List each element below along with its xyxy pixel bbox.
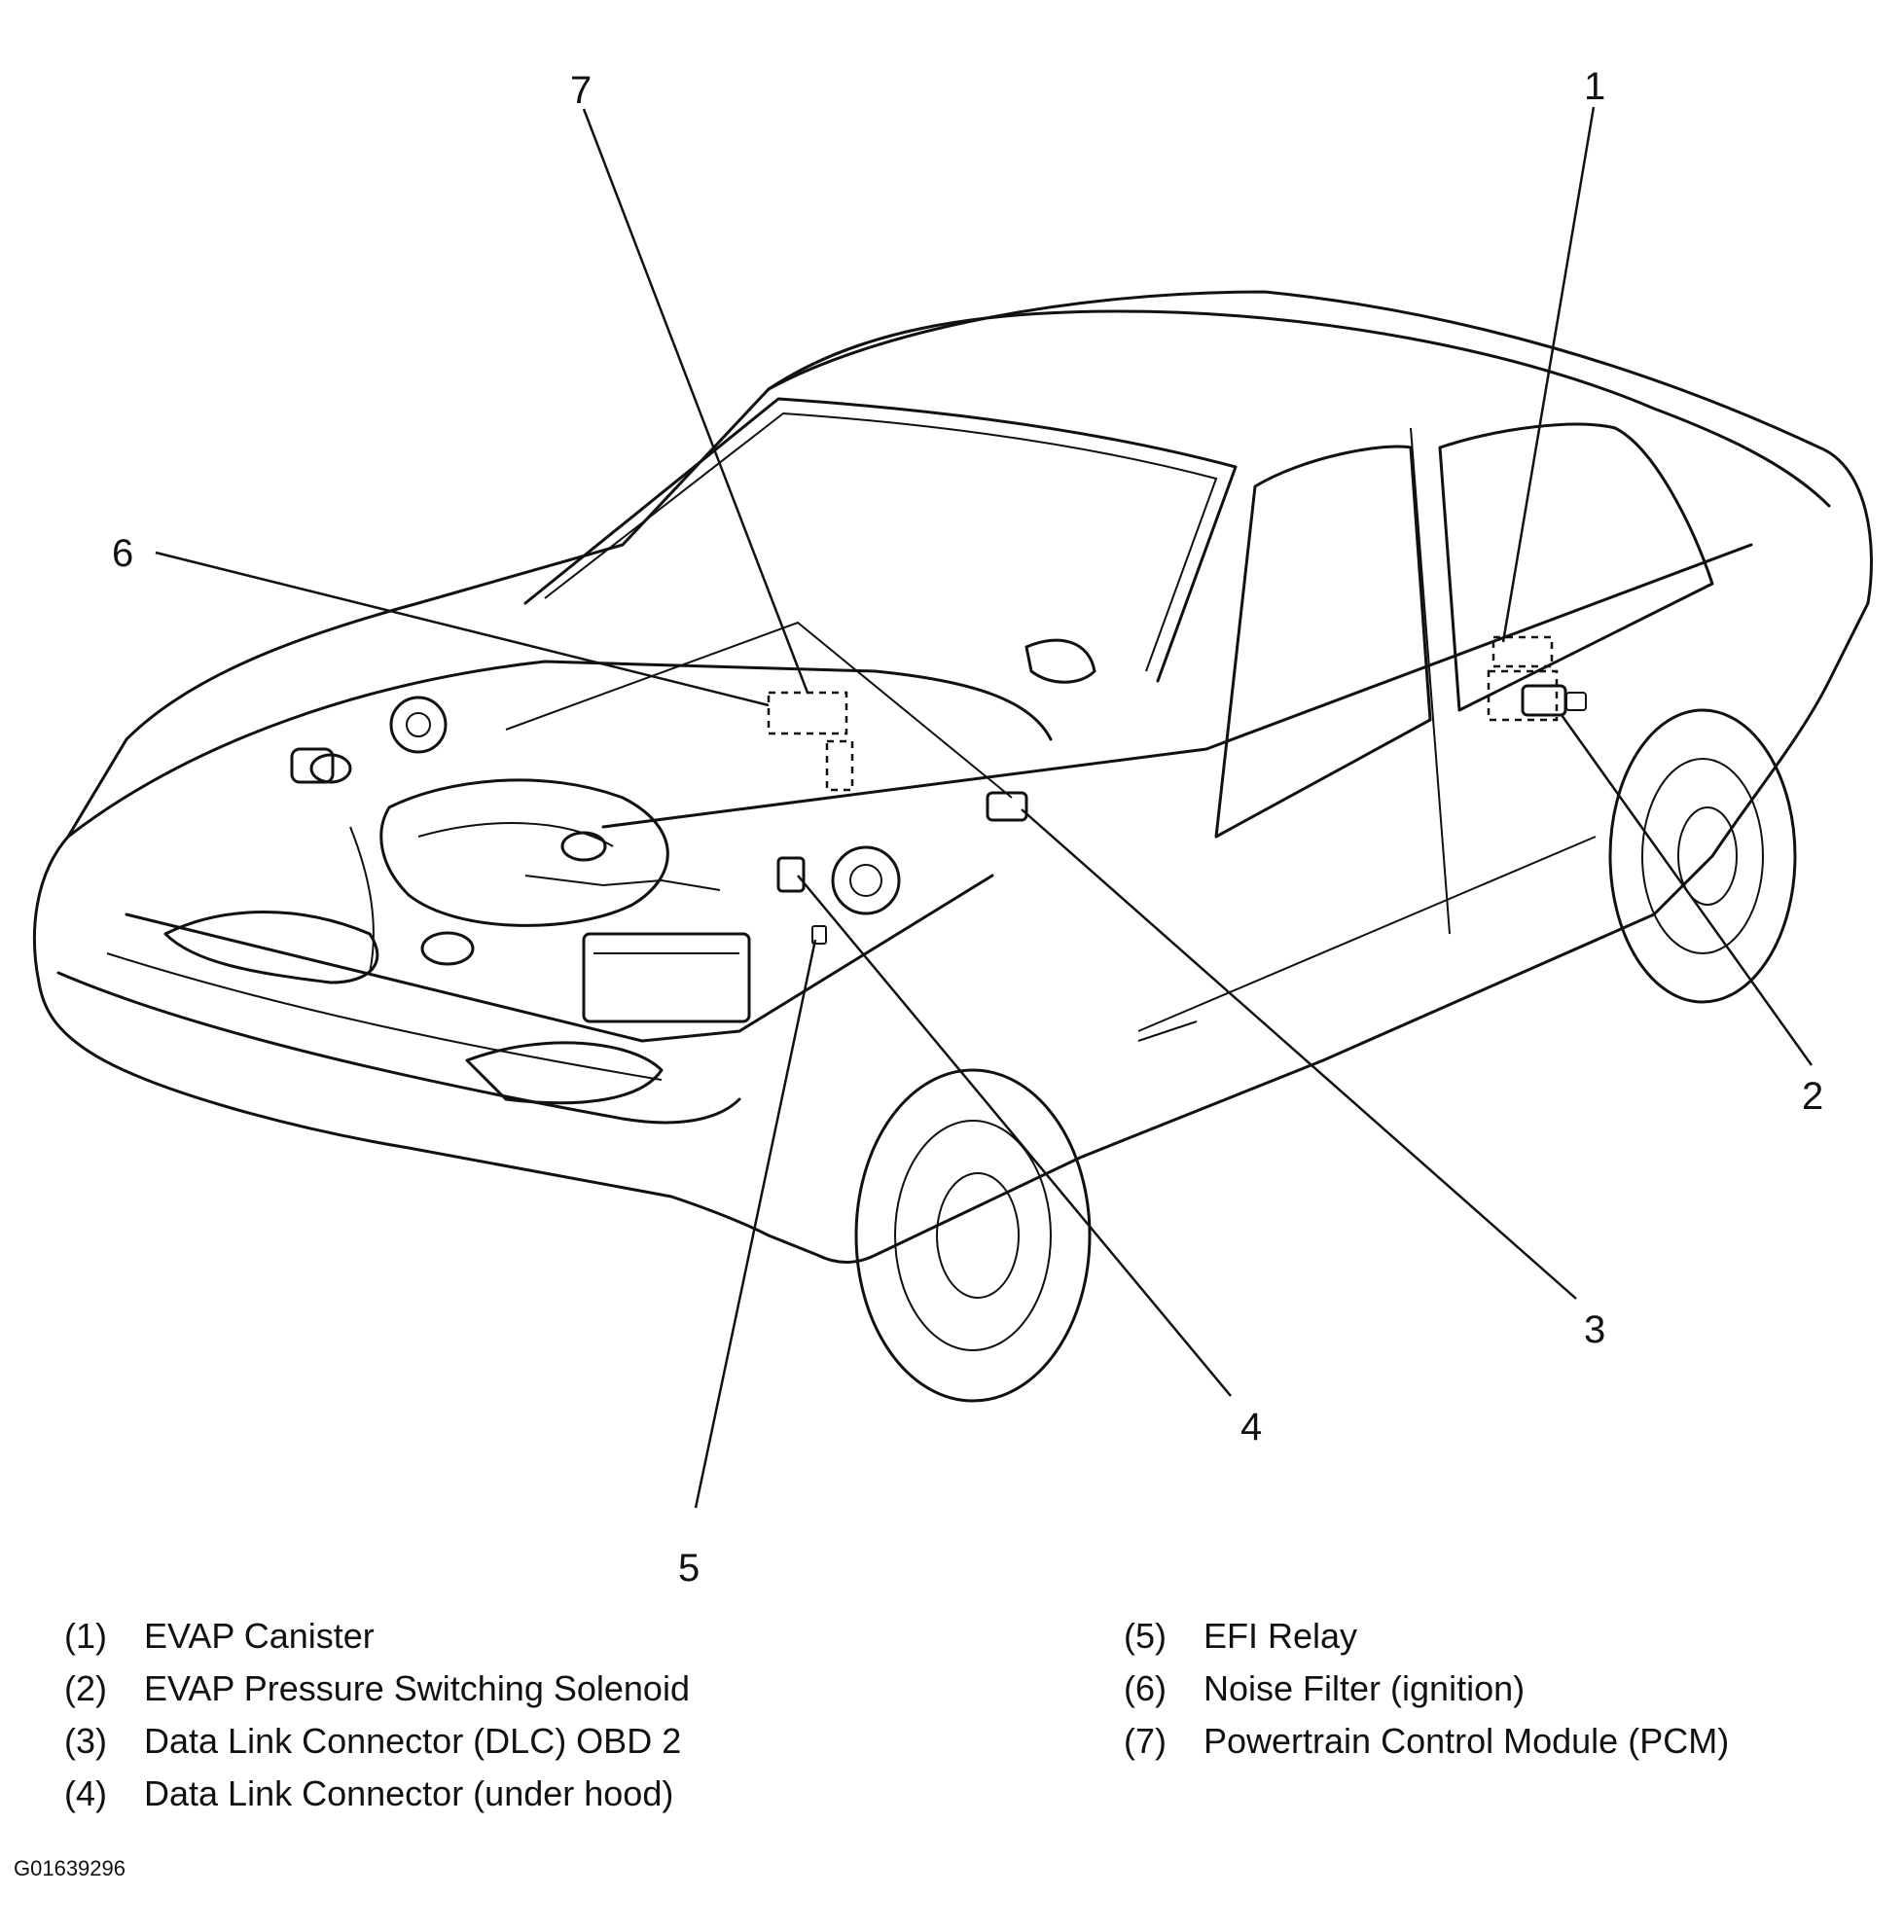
engine-bay xyxy=(290,684,1587,1023)
leader-line-1 xyxy=(1501,106,1596,643)
car-component-locator-drawing: 1 2 3 4 5 6 7 xyxy=(32,65,1873,1590)
leader-line-3 xyxy=(1021,808,1577,1300)
legend-number: (5) xyxy=(1124,1616,1167,1656)
car-body-outline xyxy=(32,290,1873,1403)
legend-item: (5) EFI Relay xyxy=(1124,1610,1729,1663)
leader-line-2 xyxy=(1560,714,1814,1066)
legend-label: EFI Relay xyxy=(1203,1616,1358,1656)
callout-4: 4 xyxy=(1240,1406,1262,1449)
legend-item: (2) EVAP Pressure Switching Solenoid xyxy=(64,1663,690,1715)
legend-number: (2) xyxy=(64,1668,107,1708)
legend-right-column: (5) EFI Relay (6) Noise Filter (ignition… xyxy=(1124,1610,1729,1768)
legend-number: (3) xyxy=(64,1721,107,1761)
callout-6: 6 xyxy=(112,532,133,575)
leader-line-7 xyxy=(582,108,809,694)
leader-line-4 xyxy=(797,875,1232,1397)
legend-item: (6) Noise Filter (ignition) xyxy=(1124,1663,1729,1715)
legend-label: EVAP Pressure Switching Solenoid xyxy=(144,1668,690,1708)
legend-label: Data Link Connector (DLC) OBD 2 xyxy=(144,1721,682,1761)
callout-3: 3 xyxy=(1584,1308,1605,1351)
legend-item: (7) Powertrain Control Module (PCM) xyxy=(1124,1715,1729,1768)
legend-number: (6) xyxy=(1124,1668,1167,1708)
legend-number: (1) xyxy=(64,1616,107,1656)
legend-left-column: (1) EVAP Canister (2) EVAP Pressure Swit… xyxy=(64,1610,690,1820)
hidden-components xyxy=(767,635,1559,792)
callout-2: 2 xyxy=(1802,1075,1823,1118)
callout-numbers: 1 2 3 4 5 6 7 xyxy=(112,65,1823,1590)
legend-number: (4) xyxy=(64,1773,107,1813)
legend-label: Data Link Connector (under hood) xyxy=(144,1773,674,1813)
callout-1: 1 xyxy=(1584,65,1605,108)
legend-label: Noise Filter (ignition) xyxy=(1203,1668,1526,1708)
leader-line-5 xyxy=(694,939,817,1509)
legend-number: (7) xyxy=(1124,1721,1167,1761)
legend-item: (3) Data Link Connector (DLC) OBD 2 xyxy=(64,1715,690,1768)
figure-id: G01639296 xyxy=(14,1856,126,1880)
callout-5: 5 xyxy=(678,1547,700,1590)
legend-item: (4) Data Link Connector (under hood) xyxy=(64,1768,690,1820)
leader-lines xyxy=(155,106,1814,1509)
leader-line-6 xyxy=(155,551,770,707)
legend-label: EVAP Canister xyxy=(144,1616,375,1656)
legend-item: (1) EVAP Canister xyxy=(64,1610,690,1663)
callout-7: 7 xyxy=(570,69,592,112)
legend-label: Powertrain Control Module (PCM) xyxy=(1203,1721,1730,1761)
